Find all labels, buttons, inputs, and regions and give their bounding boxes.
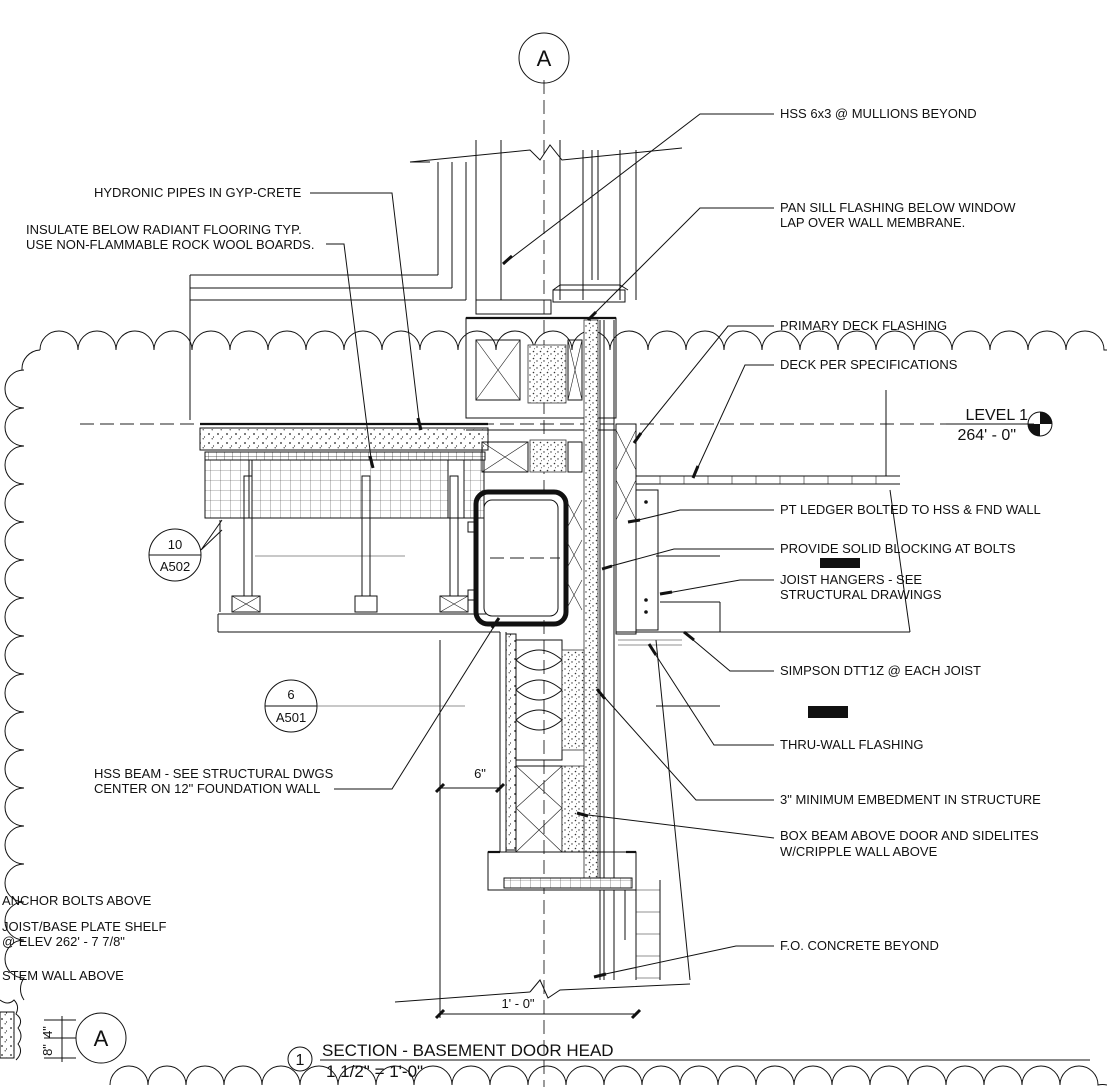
level-name: LEVEL 1: [965, 407, 1028, 424]
callout-pan-sill-1: PAN SILL FLASHING BELOW WINDOW: [780, 200, 1016, 215]
callout-pt-ledger: PT LEDGER BOLTED TO HSS & FND WALL: [780, 502, 1041, 517]
gyp-crete-topping: [199, 427, 489, 451]
dimension-strings: 6" 1' - 0": [434, 766, 642, 1020]
callouts-left: HYDRONIC PIPES IN GYP-CRETE INSULATE BEL…: [2, 185, 501, 983]
dim-a: 4": [40, 1026, 55, 1038]
interior-floor-assembly: [189, 161, 500, 633]
sheathing-insulation: [583, 319, 599, 883]
wall-above: [409, 140, 683, 315]
rock-wool-board-main: [251, 459, 449, 519]
dim-b: 8": [40, 1044, 55, 1056]
detail-ref-6-number: 6: [287, 687, 294, 702]
callout-box-beam-2: W/CRIPPLE WALL ABOVE: [780, 844, 938, 859]
detail-ref-10[interactable]: 10 A502: [148, 519, 223, 582]
callout-joist-hangers-2: STRUCTURAL DRAWINGS: [780, 587, 942, 602]
callout-stem-wall: STEM WALL ABOVE: [2, 968, 124, 983]
hss-beam: [467, 489, 583, 627]
callouts-right: HSS 6x3 @ MULLIONS BEYOND PAN SILL FLASH…: [502, 106, 1041, 979]
title-number-bubble: [287, 1046, 313, 1072]
rock-wool-board-left: [204, 459, 250, 519]
callout-base-plate-2: @ ELEV 262' - 7 7/8": [2, 934, 125, 949]
grid-bubble-top-label: A: [537, 46, 552, 71]
grid-bubble-bottom-label: A: [94, 1026, 109, 1051]
detail-ref-6[interactable]: 6 A501: [264, 679, 465, 733]
detail-ref-10-number: 10: [168, 537, 182, 552]
stem-wall-inset: 4" 8": [0, 999, 76, 1062]
callout-hss-mullions: HSS 6x3 @ MULLIONS BEYOND: [780, 106, 977, 121]
title-name: SECTION - BASEMENT DOOR HEAD: [322, 1041, 614, 1060]
callout-simpson: SIMPSON DTT1Z @ EACH JOIST: [780, 663, 981, 678]
grid-bubble-top: [518, 32, 570, 84]
callout-deck-specs: DECK PER SPECIFICATIONS: [780, 357, 958, 372]
callout-fo-concrete: F.O. CONCRETE BEYOND: [780, 938, 939, 953]
callout-hss-beam-1: HSS BEAM - SEE STRUCTURAL DWGS: [94, 766, 334, 781]
revision-cloud: [4, 330, 1107, 1086]
callout-anchor-bolts: ANCHOR BOLTS ABOVE: [2, 893, 152, 908]
callout-box-beam-1: BOX BEAM ABOVE DOOR AND SIDELITES: [780, 828, 1039, 843]
level-elevation: 264' - 0": [957, 427, 1016, 444]
callout-hydronic-pipes: HYDRONIC PIPES IN GYP-CRETE: [94, 185, 302, 200]
title-scale: 1 1/2" = 1'-0": [326, 1062, 423, 1081]
callout-deck-flashing: PRIMARY DECK FLASHING: [780, 318, 947, 333]
cripple-wall: [465, 316, 617, 473]
dim-offset: 6": [474, 766, 486, 781]
callout-insulate-1: INSULATE BELOW RADIANT FLOORING TYP.: [26, 222, 302, 237]
callout-joist-hangers-1: JOIST HANGERS - SEE: [780, 572, 922, 587]
dim-width: 1' - 0": [501, 996, 534, 1011]
detail-ref-6-sheet: A501: [276, 710, 306, 725]
detail-ref-10-sheet: A502: [160, 559, 190, 574]
radiant-panel: [204, 451, 486, 461]
callout-solid-blocking: PROVIDE SOLID BLOCKING AT BOLTS: [780, 541, 1016, 556]
sheathing: [583, 319, 615, 883]
deck-assembly: [615, 390, 911, 981]
title-number: 1: [296, 1052, 305, 1069]
callout-insulate-2: USE NON-FLAMMABLE ROCK WOOL BOARDS.: [26, 237, 314, 252]
callout-thru-wall: THRU-WALL FLASHING: [780, 737, 924, 752]
callout-embedment: 3" MINIMUM EMBEDMENT IN STRUCTURE: [780, 792, 1041, 807]
callout-pan-sill-2: LAP OVER WALL MEMBRANE.: [780, 215, 965, 230]
callout-base-plate-1: JOIST/BASE PLATE SHELF: [2, 919, 167, 934]
foundation-wall: [394, 632, 691, 1018]
callout-hss-beam-2: CENTER ON 12" FOUNDATION WALL: [94, 781, 320, 796]
drawing-title: 1 SECTION - BASEMENT DOOR HEAD 1 1/2" = …: [287, 1041, 1090, 1081]
